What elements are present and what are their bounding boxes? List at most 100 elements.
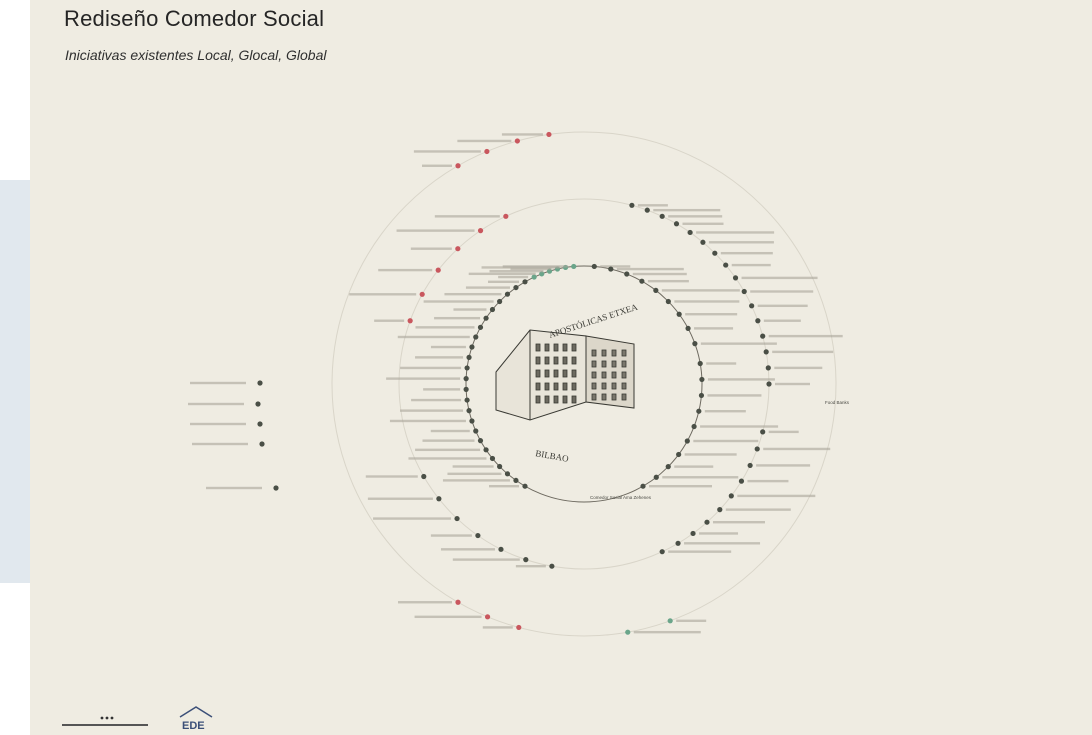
initiative-dot [625,629,631,635]
initiative-label [774,366,823,370]
building-window [571,369,577,378]
initiative-dot [498,546,504,552]
initiative-label [447,472,502,476]
initiative-label [206,486,262,490]
initiative-dot [698,392,705,399]
initiative-label [498,275,529,279]
initiative-dot [421,473,427,480]
initiative-label [600,265,631,268]
initiative-label [430,534,472,537]
initiative-dot [531,274,537,280]
initiative-dot [700,239,706,245]
organization-logo [62,716,148,726]
building-window [562,356,568,365]
building-window [611,371,617,379]
initiative-dot [466,354,472,360]
initiative-dot [653,474,659,480]
initiative-dot [549,563,555,569]
initiative-dot [484,614,491,620]
initiative-label [693,439,759,443]
page-title: Rediseño Comedor Social [64,6,325,31]
initiative-label [367,497,433,500]
building-window [611,349,617,357]
side-panel [0,180,30,583]
initiative-label [452,465,494,468]
initiative-dot [732,275,739,281]
initiative-dot [435,267,441,273]
initiative-label [452,558,520,561]
initiative-label [453,308,487,311]
initiative-label [423,300,494,303]
initiative-dot [639,278,645,284]
initiative-label [501,133,543,136]
initiative-dot [464,365,470,371]
initiative-label [737,494,816,498]
initiative-dot [504,471,511,477]
initiative-label [188,402,244,406]
initiative-label [192,442,248,446]
initiative-label [400,366,462,370]
building-window [544,369,550,378]
building-window [601,371,607,379]
building-window [621,360,627,368]
initiative-label [400,409,464,412]
initiative-label [662,476,739,479]
building-window [535,343,541,352]
initiative-dot [644,207,650,213]
initiative-dot [640,483,646,489]
initiative-dot [659,549,665,555]
initiative-label [365,475,418,478]
initiative-dot [728,493,734,499]
initiative-label [768,334,843,338]
initiative-label [741,276,818,280]
initiative-dot [738,478,745,484]
initiative-dot [255,401,261,407]
initiative-dot [665,298,671,305]
initiatives-diagram: APOSTÓLICAS ETXEA BILBAO Comedor Social … [188,131,850,637]
initiative-dot [624,271,630,277]
initiative-dot [477,438,484,444]
building-window [562,382,568,391]
initiative-label [707,394,762,397]
building-window [591,393,597,401]
initiative-label [699,532,739,535]
initiative-label [378,268,433,272]
initiative-label [668,215,723,218]
initiative-label [616,267,684,271]
initiative-label [757,304,808,308]
initiative-dot [704,519,710,525]
building-window [601,349,607,357]
initiative-label [653,208,721,212]
initiative-label [415,326,475,329]
initiative-label [694,327,734,330]
initiative-label [430,345,466,349]
initiative-dot [473,428,479,434]
initiative-label [684,453,737,456]
initiative-dot [696,408,702,414]
building-window [553,382,559,391]
initiative-dot [675,540,681,546]
initiative-dot [673,221,680,227]
building-window [591,349,597,357]
initiative-label [775,382,810,386]
initiative-label [190,381,246,385]
building-window [621,382,627,390]
initiative-dot [463,376,469,382]
initiative-dot [747,462,753,469]
initiative-label [750,290,814,293]
initiative-label [489,269,544,273]
initiative-label [397,335,470,339]
initiative-label [349,293,417,296]
initiative-dot [469,418,475,424]
initiative-label [482,626,513,629]
initiative-dot [684,438,690,444]
building-window [544,382,550,391]
initiative-dot [539,271,545,277]
initiative-dot [653,287,659,293]
initiative-dot [473,334,479,340]
building-window [571,382,577,391]
initiative-dot [692,341,698,347]
building-window [535,382,541,391]
initiative-label [668,550,732,553]
initiative-label [510,267,552,271]
